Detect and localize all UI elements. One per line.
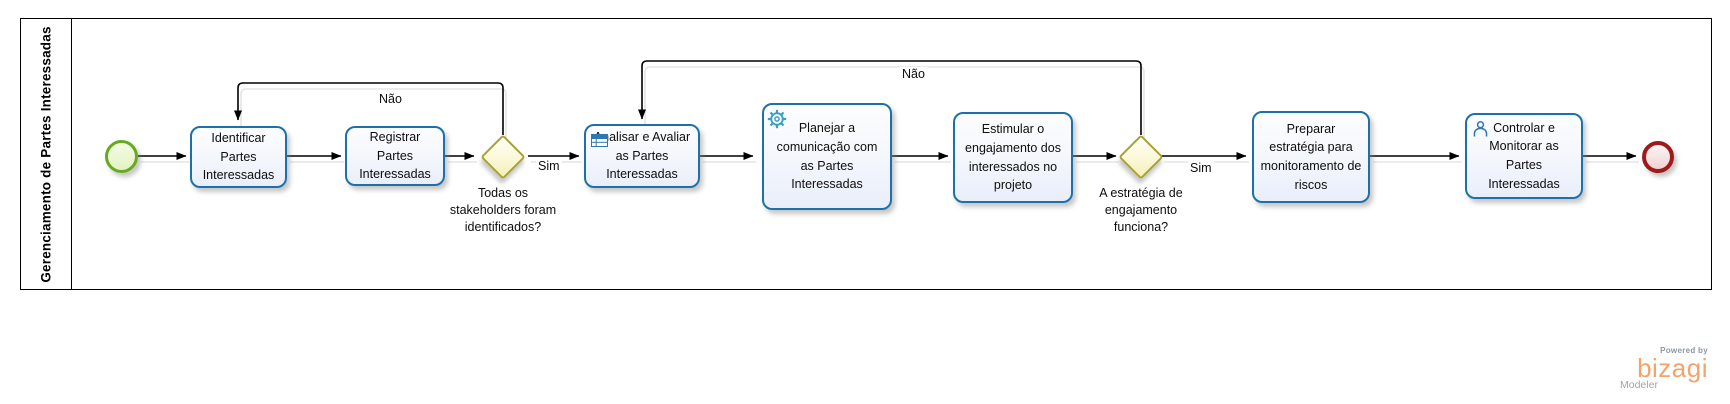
bizagi-logo: bizagi <box>1637 353 1708 383</box>
task-label: Registrar Partes Interessadas <box>359 129 431 182</box>
task-controlar-monitorar[interactable]: Controlar e Monitorar as Partes Interess… <box>1465 113 1583 199</box>
flow-label-gw1-sim: Sim <box>536 159 562 173</box>
bizagi-branding: Powered by bizagi Modeler <box>1620 346 1708 391</box>
gateway-estrategia-funciona[interactable] <box>1117 133 1165 181</box>
task-analisar-avaliar-partes[interactable]: Analisar e Avaliar as Partes Interessada… <box>584 124 700 188</box>
modeler-label: Modeler <box>1620 379 1658 391</box>
flow-label-gw2-sim: Sim <box>1188 161 1214 175</box>
flow-label-gw2-nao: Não <box>900 67 927 81</box>
flow-gateway2-nao-to-analisar[interactable] <box>638 60 1142 135</box>
gateway2-question-label: A estratégia de engajamento funciona? <box>1099 186 1183 234</box>
task-identificar-partes[interactable]: Identificar Partes Interessadas <box>190 126 287 188</box>
gateway1-question-label: Todas os stakeholders foram identificado… <box>449 186 557 234</box>
task-label: Preparar estratégia para monitoramento d… <box>1260 121 1362 192</box>
task-registrar-partes[interactable]: Registrar Partes Interessadas <box>345 126 445 186</box>
start-event[interactable] <box>105 140 138 173</box>
end-event[interactable] <box>1642 141 1674 173</box>
powered-by-label: Powered by <box>1660 346 1708 355</box>
task-planejar-comunicacao[interactable]: Planejar a comunicação com as Partes Int… <box>762 103 892 210</box>
task-estimular-engajamento[interactable]: Estimular o engajamento dos interessados… <box>953 112 1073 203</box>
flow-gateway1-nao-to-identificar[interactable] <box>234 82 504 135</box>
task-label: Controlar e Monitorar as Partes Interess… <box>1488 120 1560 191</box>
gateway-diamond <box>1118 134 1164 180</box>
task-label: Planejar a comunicação com as Partes Int… <box>776 121 878 192</box>
gateway-stakeholders-identificados[interactable] <box>479 133 527 181</box>
flow-label-gw1-nao: Não <box>377 92 404 106</box>
gateway-diamond <box>480 134 526 180</box>
task-label: Estimular o engajamento dos interessados… <box>965 122 1061 193</box>
lane-header: Gerenciamento de Partes Interessadas <box>21 19 72 289</box>
task-preparar-estrategia[interactable]: Preparar estratégia para monitoramento d… <box>1252 111 1370 203</box>
task-label: Identificar Partes Interessadas <box>202 130 275 183</box>
task-label: Analisar e Avaliar as Partes Interessada… <box>593 129 691 182</box>
